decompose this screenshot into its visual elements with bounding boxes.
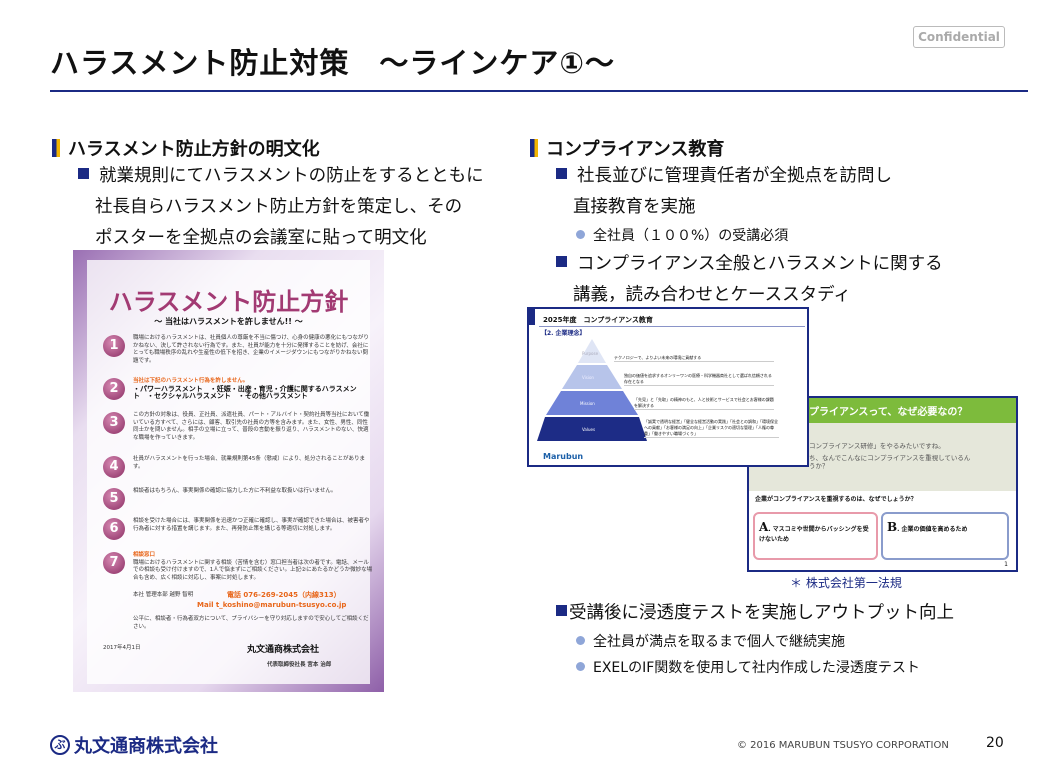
right-heading-text: コンプライアンス教育 bbox=[546, 139, 725, 160]
level-text: テクノロジーで、よりよい未来の環境に貢献する bbox=[614, 355, 774, 362]
left-bullet: 就業規則にてハラスメントの防止をするとともに 社長自らハラスメント防止方針を策定… bbox=[78, 161, 484, 254]
square-bullet-icon bbox=[78, 168, 89, 179]
answer-text: . マスコミや世間からバッシングを受けないため bbox=[759, 526, 869, 543]
poster-item: 3 この方針の対象は、役員、正社員、派遣社員、パート・アルバイト・契約社員等当社に… bbox=[103, 412, 373, 442]
thumb-text: うか？ bbox=[809, 462, 829, 470]
left-heading: ハラスメント防止方針の明文化 bbox=[52, 135, 320, 161]
sub-bullet: EXELのIF関数を使用して社内作成した浸透度テスト bbox=[593, 660, 920, 676]
level-name: Mission bbox=[580, 401, 595, 406]
answer-letter: B bbox=[887, 520, 898, 534]
level-name: Values bbox=[582, 427, 596, 432]
poster-item-text: 職場におけるハラスメントに関する相談（苦情を含む）窓口担当者は次の者です。電話、… bbox=[133, 559, 373, 581]
poster-item-text: 相談者はもちろん、事実関係の確認に協力した方に不利益な取扱いは行いません。 bbox=[133, 488, 337, 494]
square-bullet-icon bbox=[556, 168, 567, 179]
answer-text: . 企業の価値を高めるため bbox=[897, 526, 968, 533]
poster-date: 2017年4月1日 bbox=[103, 645, 141, 651]
poster-item-number: 4 bbox=[103, 456, 125, 478]
bullet-line: 直接教育を実施 bbox=[573, 197, 696, 217]
compliance-slide-thumbnail: 2025年度 コンプライアンス教育 【2. 企業理念】 Purpose Visi… bbox=[527, 307, 809, 467]
circle-bullet-icon bbox=[576, 662, 585, 671]
poster-item-text: 職場におけるハラスメントは、社員個人の尊厳を不当に傷つけ、心身の健康の悪化にもつ… bbox=[133, 335, 369, 364]
poster-ceo: 代表取締役社長 宮本 治郎 bbox=[267, 662, 332, 668]
bullet-line: 社長並びに管理責任者が全拠点を訪問し bbox=[577, 166, 892, 186]
company-logo: ぶ丸文通商株式会社 bbox=[50, 732, 218, 758]
poster-item: 6 相談を受けた場合には、事実関係を迅速かつ正確に確認し、事実が確認できた場合は、… bbox=[103, 518, 373, 540]
poster-title: ハラスメント防止方針 bbox=[108, 287, 349, 316]
level-name: Purpose bbox=[582, 351, 599, 356]
poster-item-number: 1 bbox=[103, 335, 125, 357]
level-text: 独自の価値を追求するオンリーワンの医療・科学機器商社として選ばれ信頼される存在と… bbox=[624, 373, 774, 386]
logo-mark-icon: ぶ bbox=[50, 735, 70, 755]
bullet-line: ポスターを全拠点の会議室に貼って明文化 bbox=[95, 228, 427, 248]
poster-item-text: 相談を受けた場合には、事実関係を迅速かつ正確に確認し、事実が確認できた場合は、被… bbox=[133, 518, 370, 532]
bullet-line: 社長自らハラスメント防止方針を策定し、その bbox=[95, 197, 463, 217]
poster-mail: Mail t_koshino@marubun-tsusyo.co.jp bbox=[197, 601, 347, 609]
poster-subtitle: ～ 当社はハラスメントを許しません!! ～ bbox=[154, 317, 303, 326]
circle-bullet-icon bbox=[576, 636, 585, 645]
confidential-badge: Confidential bbox=[913, 26, 1005, 48]
pyramid-vision bbox=[562, 365, 622, 389]
bullet-line: 就業規則にてハラスメントの防止をするとともに bbox=[99, 166, 484, 186]
pyramid-values bbox=[537, 417, 647, 441]
bullet-line: 講義，読み合わせとケーススタディ bbox=[573, 285, 851, 305]
left-heading-text: ハラスメント防止方針の明文化 bbox=[68, 139, 320, 160]
poster-item-number: 5 bbox=[103, 488, 125, 510]
heading-marker-icon bbox=[52, 139, 60, 157]
answer-a: A. マスコミや世間からバッシングを受けないため bbox=[753, 512, 878, 560]
thumb-banner: プライアンスって、なぜ必要なの？ bbox=[809, 407, 968, 418]
thumb-section: 【2. 企業理念】 bbox=[541, 330, 586, 337]
bullet-line: 受講後に浸透度テストを実施しアウトプット向上 bbox=[569, 603, 954, 623]
source-caption: ＊ 株式会社第一法規 bbox=[790, 576, 902, 590]
marubun-logo: Marubun bbox=[543, 452, 584, 461]
heading-marker-icon bbox=[530, 139, 538, 157]
thumb-page-number: 1 bbox=[1004, 561, 1008, 568]
poster-phone: 電話 076-269-2045（内線313） bbox=[227, 591, 341, 599]
pyramid-mission bbox=[546, 391, 638, 415]
thumb-text: コンプライアンス研修」をやるみたいですね。 bbox=[809, 442, 945, 450]
answer-b: B. 企業の価値を高めるため bbox=[881, 512, 1009, 560]
poster-item: 1 職場におけるハラスメントは、社員個人の尊厳を不当に傷つけ、心身の健康の悪化にも… bbox=[103, 335, 373, 365]
answer-letter: A bbox=[759, 520, 769, 534]
sub-bullet: 全社員が満点を取るまで個人で継続実施 bbox=[593, 634, 845, 650]
poster-item: 4 社員がハラスメントを行った場合、就業規則第45条（懲戒）により、処分されること… bbox=[103, 456, 373, 478]
poster-item-text: ・パワーハラスメント ・妊娠・出産・育児・介護に関するハラスメント ・セクシャル… bbox=[133, 384, 357, 400]
poster-item-number: 3 bbox=[103, 412, 125, 434]
poster-item-number: 6 bbox=[103, 518, 125, 540]
bullet-line: コンプライアンス全般とハラスメントに関する bbox=[577, 254, 943, 274]
pyramid-purpose bbox=[578, 339, 606, 363]
poster-item: 2 当社は下記のハラスメント行為を許しません。・パワーハラスメント ・妊娠・出産・… bbox=[103, 378, 373, 401]
right-bullets: 社長並びに管理責任者が全拠点を訪問し 直接教育を実施 全社員（１００%）の受講必… bbox=[556, 161, 943, 311]
poster-item: 7 相談窓口職場におけるハラスメントに関する相談（苦情を含む）窓口担当者は次の者で… bbox=[103, 552, 373, 582]
poster-item-number: 7 bbox=[103, 552, 125, 574]
poster-item-text: 社員がハラスメントを行った場合、就業規則第45条（懲戒）により、処分されることが… bbox=[133, 456, 366, 470]
right-bullet-3: 受講後に浸透度テストを実施しアウトプット向上 全社員が満点を取るまで個人で継続実… bbox=[556, 598, 954, 681]
level-text: 「誠実で透明な経営」「健全な経営活動の実践」「社会との調和」「環境保全への貢献」… bbox=[644, 419, 779, 438]
level-text: 「先見」と「先取」の精神のもと、人と技術とサービスで社会とお客様の課題を解決する bbox=[634, 397, 774, 410]
poster-item-number: 2 bbox=[103, 378, 125, 400]
poster-item: 5 相談者はもちろん、事実関係の確認に協力した方に不利益な取扱いは行いません。 bbox=[103, 488, 373, 510]
level-name: Vision bbox=[582, 375, 594, 380]
poster-company: 丸文通商株式会社 bbox=[247, 645, 320, 655]
poster-item-text: この方針の対象は、役員、正社員、派遣社員、パート・アルバイト・契約社員等当社にお… bbox=[133, 412, 370, 441]
right-heading: コンプライアンス教育 bbox=[530, 135, 724, 161]
poster-contact: 本社 管理本部 越野 智明 bbox=[133, 592, 194, 598]
page-number: 20 bbox=[986, 735, 1004, 751]
copyright: © 2016 MARUBUN TSUSYO CORPORATION bbox=[737, 740, 949, 751]
pyramid-diagram bbox=[537, 339, 647, 441]
thumb-question: 企業がコンプライアンスを重視するのは、なぜでしょうか？ bbox=[755, 496, 917, 503]
harassment-poster: ハラスメント防止方針 ～ 当社はハラスメントを許しません!! ～ 1 職場における… bbox=[73, 250, 384, 692]
poster-item-lead: 当社は下記のハラスメント行為を許しません。 bbox=[133, 378, 249, 384]
sub-bullet: 全社員（１００%）の受講必須 bbox=[593, 228, 789, 244]
poster-privacy: 公平に、相談者・行為者双方について、プライバシーを守り対応しますので安心してご相… bbox=[133, 616, 369, 630]
title-divider bbox=[50, 90, 1028, 92]
thumb-text: ち、なんでこんなにコンプライアンスを重視しているん bbox=[809, 454, 971, 462]
circle-bullet-icon bbox=[576, 230, 585, 239]
poster-item-lead: 相談窓口 bbox=[133, 552, 156, 558]
company-logo-text: 丸文通商株式会社 bbox=[74, 736, 218, 757]
thumb-title: 2025年度 コンプライアンス教育 bbox=[543, 316, 653, 324]
page-title: ハラスメント防止対策 ～ラインケア①～ bbox=[50, 46, 615, 80]
square-bullet-icon bbox=[556, 256, 567, 267]
square-bullet-icon bbox=[556, 605, 567, 616]
